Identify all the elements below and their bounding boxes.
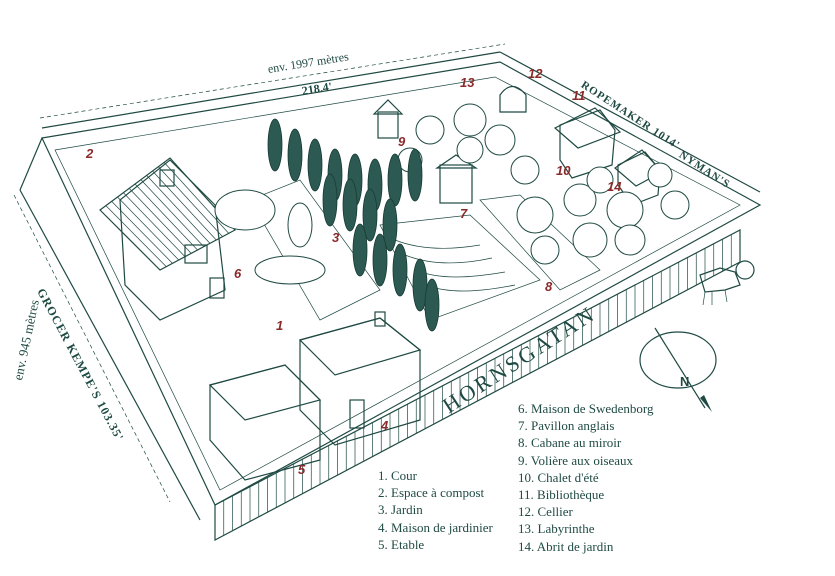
orchard-tree [516,196,554,234]
orchard-tree [572,222,608,258]
legend-item: 2. Espace à compost [378,485,485,501]
marker-9: 9 [398,134,406,149]
legend-item: 12. Cellier [518,504,573,520]
roof-line [117,196,180,261]
measure-lines [13,43,506,503]
cellar [499,85,527,113]
orchard-tree [510,155,540,185]
orchard-tree [530,235,560,265]
marker-1: 1 [276,318,284,333]
legend-item: 6. Maison de Swedenborg [518,401,654,416]
legend-item: 3. Jardin [378,502,423,518]
roof-line [128,188,192,254]
cypress-tree [387,153,403,207]
marker-14: 14 [607,179,622,194]
orchard-tree [453,103,487,137]
hedge-beds [214,189,326,285]
compass [639,327,717,412]
cypress-tree [322,173,338,227]
orchard-tree [606,191,644,229]
cypress-tree [407,148,423,202]
bird-aviary [372,99,404,139]
roof-line [158,166,223,237]
cypress-tree [382,198,398,252]
legend-item: 7. Pavillon anglais [518,418,615,434]
legend-right: 6. Maison de Swedenborg 7. Pavillon angl… [518,400,654,555]
legend-item: 10. Chalet d'été [518,469,599,485]
marker-13: 13 [460,75,475,90]
cypress-tree [412,258,428,312]
roof-line [163,162,230,234]
orchard-tree [647,162,673,188]
legend-left: 1. Cour 2. Espace à compost 3. Jardin 4.… [378,467,493,553]
orchard-tree [614,224,646,256]
legend-item: 14. Abrit de jardin [518,538,614,554]
roof-line [152,170,217,241]
marker-11: 11 [572,88,586,103]
marker-2: 2 [86,146,94,161]
cypress-tree [392,243,408,297]
legend-item: 9. Volière aux oiseaux [518,452,634,468]
marker-12: 12 [528,66,543,81]
legend-item: 11. Bibliothèque [518,487,605,503]
cypress-tree [342,178,358,232]
compass-north-label: N [680,374,690,389]
marker-7: 7 [460,206,468,221]
marker-6: 6 [234,266,242,281]
marker-5: 5 [298,462,306,477]
cypress-tree [352,223,368,277]
roof-line [146,175,211,244]
property-outline [19,51,762,521]
roof-line [123,192,186,257]
roof-line [140,179,205,247]
legend-item: 1. Cour [378,468,417,483]
orchard-trees [397,103,690,265]
legend-item: 8. Cabane au miroir [518,435,622,451]
marker-8: 8 [545,279,553,294]
orchard-tree [660,190,690,220]
cypress-tree [372,233,388,287]
roof-line [111,201,173,264]
stable [208,364,322,481]
legend-item: 5. Etable [378,536,425,552]
cypress-tree [362,188,378,242]
horse-carriage [699,260,755,306]
cypress-tree [424,278,440,332]
marker-3: 3 [332,230,340,245]
marker-4: 4 [381,418,389,433]
roof-line [105,205,167,267]
orchard-tree [415,115,445,145]
orchard-tree [484,124,516,156]
orchard-tree [586,166,614,194]
legend-item: 4. Maison de jardinier [378,519,493,535]
cypress-tree [267,118,283,172]
marker-10: 10 [556,163,571,178]
cypress-tree [287,128,303,182]
gardener-house [298,311,422,446]
cypress-rows [267,118,440,332]
roof-line [134,183,198,251]
orchard-tree [563,183,597,217]
cypress-tree [307,138,323,192]
swedenborg-house [99,157,236,321]
library [553,107,622,179]
legend-item: 13. Labyrinthe [518,521,595,537]
orchard-tree [456,136,484,164]
